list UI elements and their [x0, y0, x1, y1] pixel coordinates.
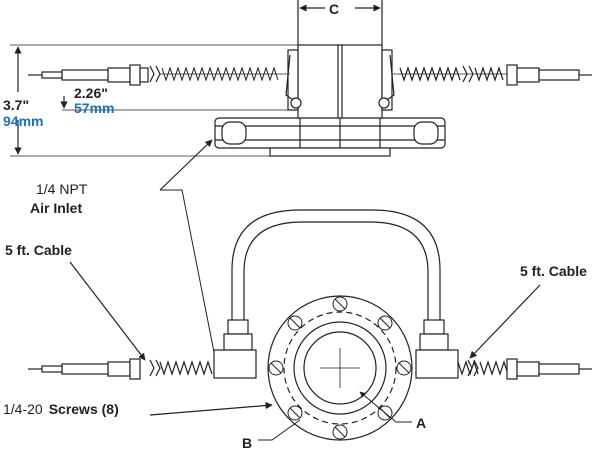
- screws-prefix: 1/4-20: [3, 401, 43, 417]
- air-inlet-line2: Air Inlet: [30, 200, 82, 216]
- cable-left-label: 5 ft. Cable: [5, 242, 72, 258]
- cable-right-label: 5 ft. Cable: [520, 263, 587, 279]
- label-b: B: [242, 435, 252, 451]
- screws-suffix: Screws (8): [49, 401, 119, 417]
- bolt-holes: [268, 296, 412, 440]
- dim-height-in: 3.7": [3, 97, 29, 113]
- air-inlet-line1: 1/4 NPT: [36, 181, 88, 197]
- dim-c-label: C: [329, 1, 339, 17]
- dim-mid-mm: 57mm: [74, 100, 114, 116]
- plan-view: [28, 139, 592, 441]
- screws-label: 1/4-20 Screws (8): [3, 401, 119, 417]
- dim-mid-in: 2.26": [74, 85, 108, 101]
- side-view: [10, 0, 592, 157]
- left-spring-top: [161, 66, 279, 82]
- dim-height-mm: 94mm: [3, 113, 43, 129]
- label-a: A: [416, 415, 426, 431]
